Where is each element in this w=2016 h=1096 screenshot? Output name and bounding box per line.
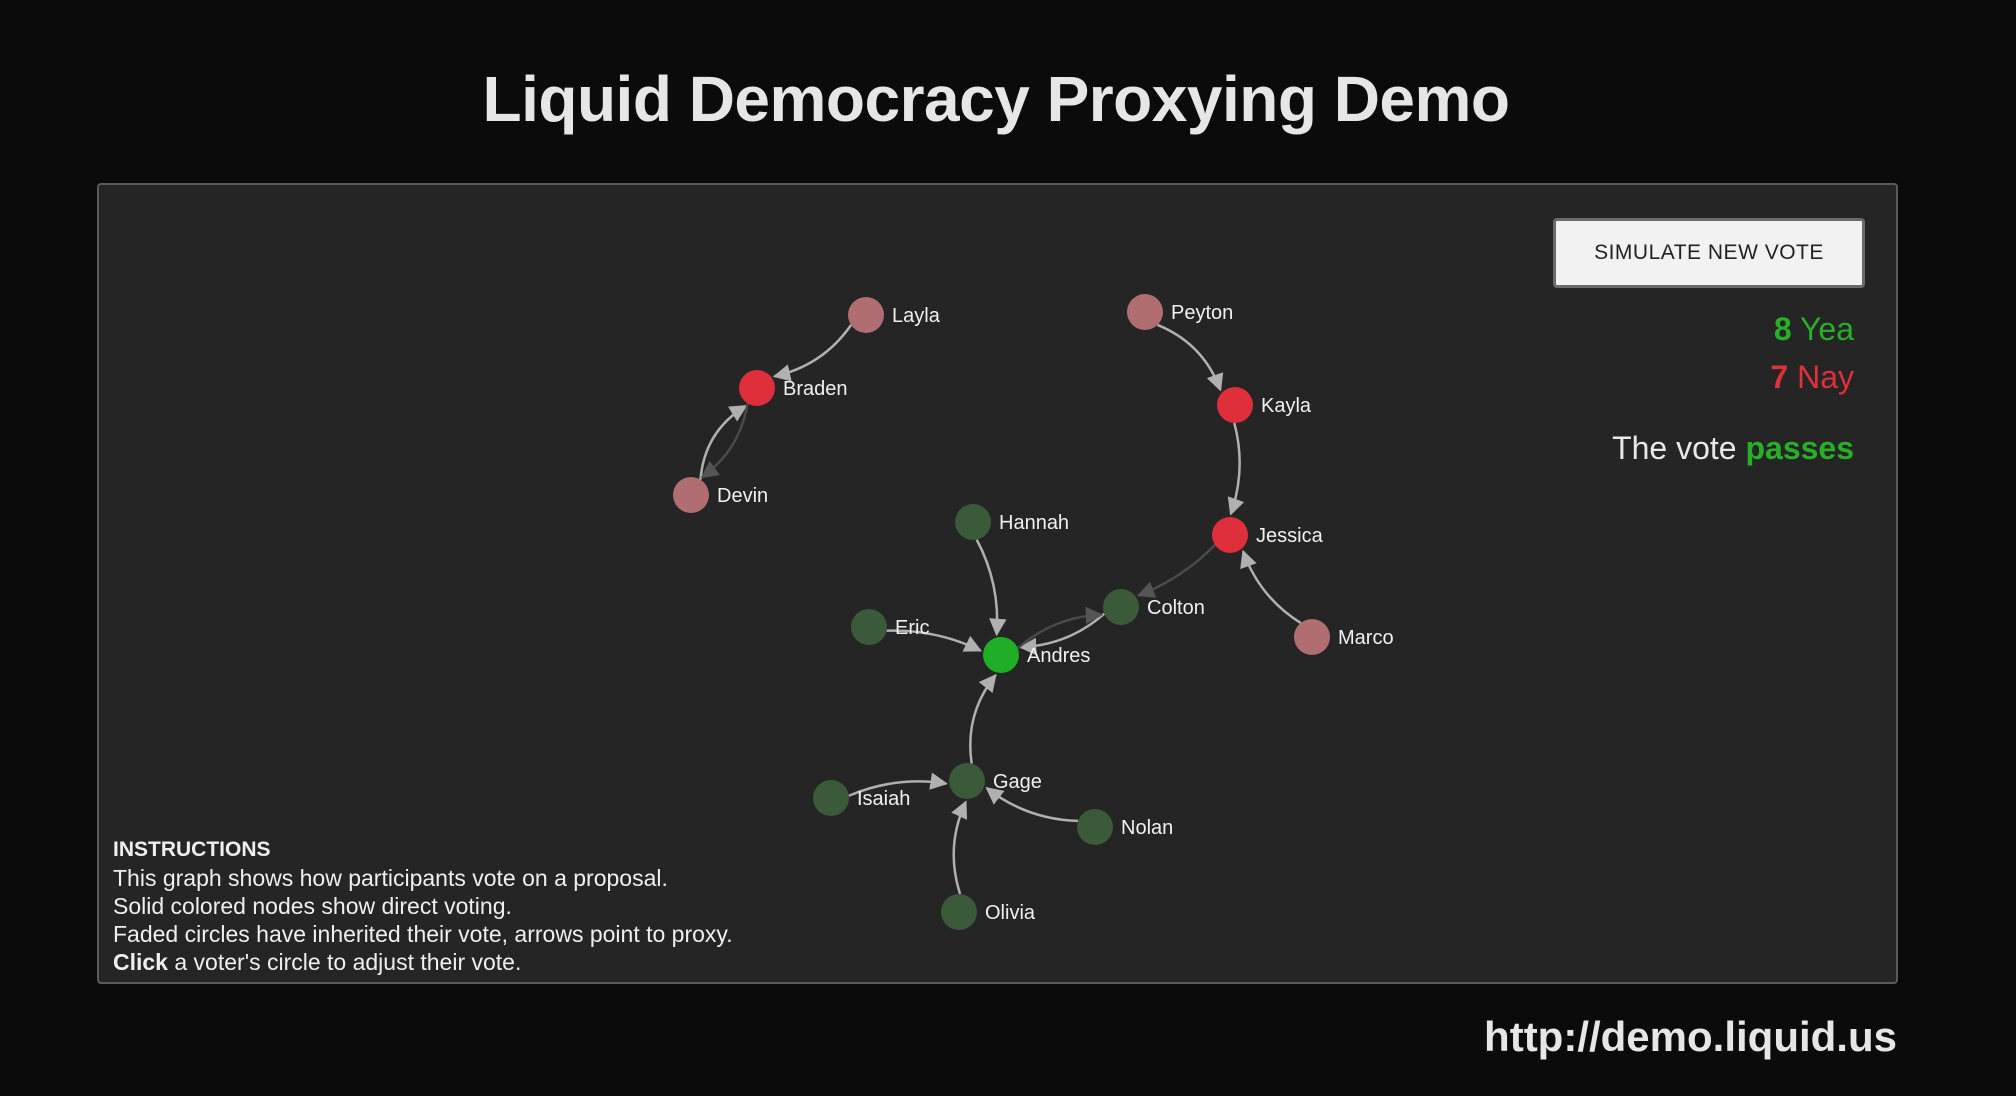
voter-nolan[interactable]: Nolan	[1077, 809, 1173, 845]
proxy-arrow-olivia-to-gage	[951, 800, 968, 895]
voter-circle[interactable]	[941, 894, 977, 930]
instructions-heading: INSTRUCTIONS	[113, 838, 271, 861]
yea-tally: 8 Yea	[1774, 311, 1854, 348]
voter-name-label: Colton	[1147, 597, 1205, 619]
simulate-new-vote-button[interactable]: SIMULATE NEW VOTE	[1553, 218, 1865, 288]
voter-name-label: Olivia	[985, 902, 1036, 924]
voter-name-label: Layla	[892, 305, 941, 327]
voter-name-label: Devin	[717, 485, 768, 507]
voter-circle[interactable]	[813, 780, 849, 816]
proxy-edges	[699, 323, 1302, 895]
voter-circle[interactable]	[955, 504, 991, 540]
proxy-arrow-braden-to-devin	[700, 403, 749, 479]
voter-marco[interactable]: Marco	[1294, 619, 1394, 655]
voter-layla[interactable]: Layla	[848, 297, 941, 333]
proxy-arrow-colton-to-andres	[1018, 612, 1106, 656]
instructions-click-rest: a voter's circle to adjust their vote.	[167, 949, 522, 975]
proxy-arrow-marco-to-jessica	[1240, 549, 1302, 625]
proxy-arrow-isaiah-to-gage	[848, 772, 948, 797]
voter-circle[interactable]	[848, 297, 884, 333]
proxy-arrow-eric-to-andres	[886, 629, 983, 652]
instructions: INSTRUCTIONS This graph shows how partic…	[113, 836, 733, 976]
voter-hannah[interactable]: Hannah	[955, 504, 1069, 540]
proxy-arrow-layla-to-braden	[772, 324, 853, 382]
voter-name-label: Hannah	[999, 512, 1069, 534]
voter-devin[interactable]: Devin	[673, 477, 768, 513]
voter-circle[interactable]	[1103, 589, 1139, 625]
instructions-line: Solid colored nodes show direct voting.	[113, 893, 512, 919]
vote-result-word: passes	[1745, 430, 1854, 466]
footer-url-link[interactable]: http://demo.liquid.us	[1484, 1013, 1897, 1060]
voter-circle[interactable]	[1212, 517, 1248, 553]
voter-peyton[interactable]: Peyton	[1127, 294, 1233, 330]
instructions-line: Click a voter's circle to adjust their v…	[113, 948, 733, 976]
voter-circle[interactable]	[739, 370, 775, 406]
voter-name-label: Nolan	[1121, 817, 1173, 839]
voter-circle[interactable]	[1077, 809, 1113, 845]
voter-gage[interactable]: Gage	[949, 763, 1042, 799]
voter-circle[interactable]	[673, 477, 709, 513]
voter-kayla[interactable]: Kayla	[1217, 387, 1312, 423]
proxy-arrow-nolan-to-gage	[985, 787, 1079, 823]
voter-eric[interactable]: Eric	[851, 609, 929, 645]
voter-name-label: Andres	[1027, 645, 1090, 667]
voter-name-label: Isaiah	[857, 788, 910, 810]
vote-result-prefix: The vote	[1612, 430, 1737, 466]
proxy-arrow-peyton-to-kayla	[1157, 323, 1224, 392]
voter-circle[interactable]	[983, 637, 1019, 673]
voter-colton[interactable]: Colton	[1103, 589, 1205, 625]
yea-label: Yea	[1800, 311, 1854, 347]
instructions-click-word: Click	[113, 949, 168, 975]
voter-name-label: Jessica	[1256, 525, 1324, 547]
voter-circle[interactable]	[949, 763, 985, 799]
voter-andres[interactable]: Andres	[983, 637, 1090, 673]
nay-label: Nay	[1797, 359, 1854, 395]
proxy-arrow-gage-to-andres	[969, 673, 997, 764]
instructions-line: Faded circles have inherited their vote,…	[113, 921, 733, 947]
proxy-arrow-devin-to-braden	[699, 404, 748, 480]
voter-braden[interactable]: Braden	[739, 370, 848, 406]
voter-isaiah[interactable]: Isaiah	[813, 780, 910, 816]
voter-name-label: Marco	[1338, 627, 1394, 649]
voter-name-label: Eric	[895, 617, 929, 639]
proxy-arrow-kayla-to-jessica	[1227, 422, 1245, 516]
voter-circle[interactable]	[1127, 294, 1163, 330]
page-title: Liquid Democracy Proxying Demo	[482, 63, 1510, 135]
nay-count: 7	[1770, 359, 1789, 395]
voter-name-label: Kayla	[1261, 395, 1312, 417]
voter-jessica[interactable]: Jessica	[1212, 517, 1324, 553]
voter-olivia[interactable]: Olivia	[941, 894, 1036, 930]
instructions-line: This graph shows how participants vote o…	[113, 865, 668, 891]
voter-name-label: Braden	[783, 378, 848, 400]
voter-circle[interactable]	[1294, 619, 1330, 655]
voter-name-label: Gage	[993, 771, 1042, 793]
voter-circle[interactable]	[1217, 387, 1253, 423]
vote-result: The vote passes	[1612, 430, 1854, 467]
proxy-arrow-andres-to-colton	[1016, 606, 1104, 650]
proxy-arrow-jessica-to-colton	[1136, 544, 1216, 598]
voter-name-label: Peyton	[1171, 302, 1233, 324]
yea-count: 8	[1773, 311, 1792, 347]
nay-tally: 7 Nay	[1770, 359, 1854, 396]
proxy-arrow-hannah-to-andres	[975, 539, 1007, 637]
voter-circle[interactable]	[851, 609, 887, 645]
